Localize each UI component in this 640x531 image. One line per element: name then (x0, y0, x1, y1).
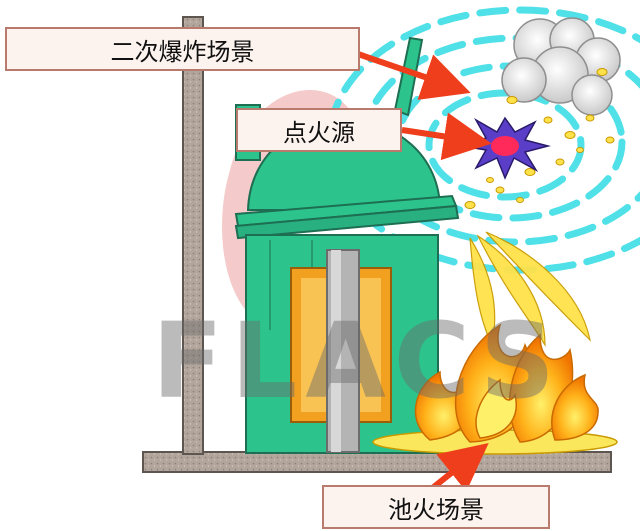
arrow-pool-fire (428, 443, 489, 493)
droplets (464, 68, 615, 209)
ground-slab (142, 451, 612, 473)
arrow-ignition (401, 112, 492, 161)
label-ignition-source: 点火源 (236, 108, 402, 152)
label-secondary-explosion: 二次爆炸场景 (5, 27, 360, 71)
leak-jet (469, 231, 591, 348)
support-pole (182, 16, 204, 455)
ignition-spark (461, 116, 551, 180)
arrow-secondary-explosion (357, 51, 471, 100)
watermark: FLACS (152, 300, 563, 422)
smoke-cloud (501, 17, 621, 116)
label-pool-fire: 池火场景 (322, 485, 550, 529)
pool-fire (414, 323, 599, 443)
